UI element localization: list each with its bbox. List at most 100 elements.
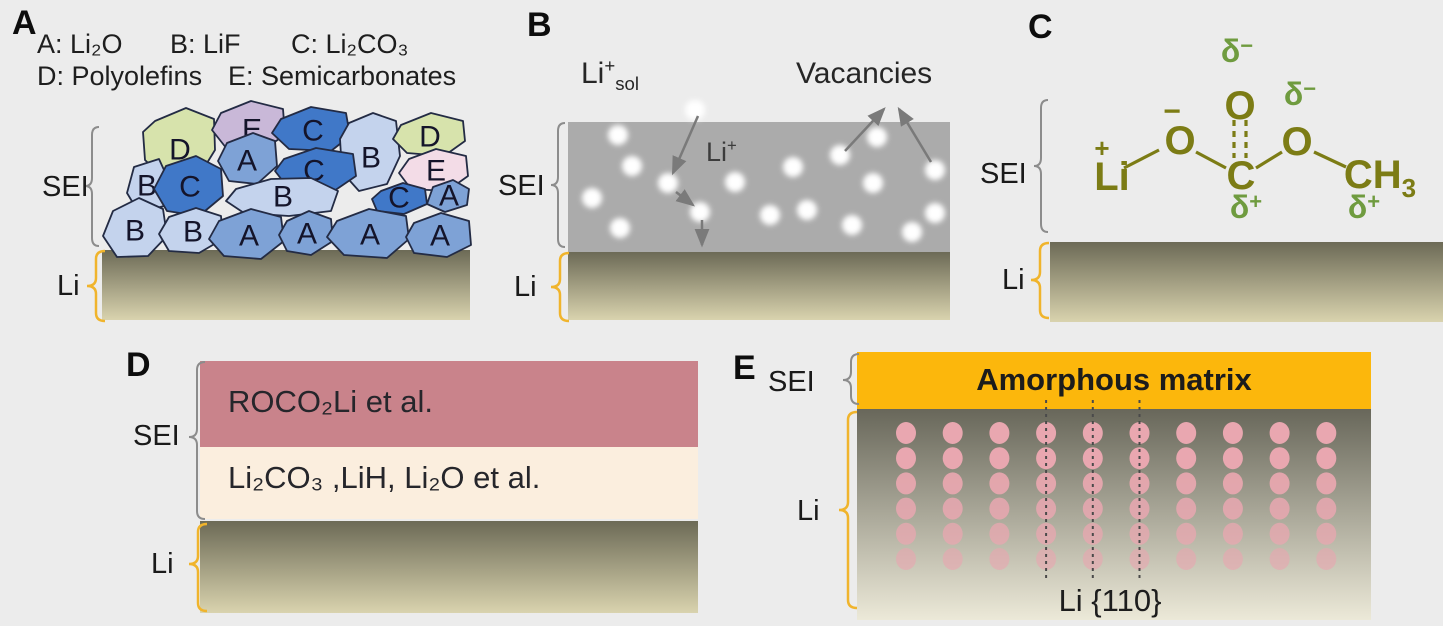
- sei-grain-c: [153, 155, 224, 217]
- li-atom-dot: [1036, 497, 1057, 520]
- sei-grain-a: [278, 210, 334, 256]
- li-atom-dot: [989, 472, 1010, 495]
- li-atom-dot: [942, 548, 963, 570]
- li-sol-base: Li: [581, 57, 605, 90]
- li-atom-dot: [942, 447, 963, 470]
- bond-o-ch3: [1313, 150, 1347, 169]
- li-atom-dot: [1269, 472, 1290, 495]
- vacancy-arrow-1: [844, 107, 886, 152]
- sei-bracket-d: [188, 361, 206, 520]
- li-substrate-c: [1050, 242, 1443, 322]
- grain-letter: B: [361, 142, 381, 175]
- li-label-d: Li: [151, 548, 174, 580]
- delta-symbol: δ: [1229, 189, 1250, 225]
- grain-letter: A: [239, 220, 259, 253]
- li-atom-dot: [989, 447, 1010, 470]
- minus-sign: −: [1240, 33, 1254, 58]
- vacancy-dot: [658, 173, 678, 193]
- grain-letter: A: [360, 219, 380, 252]
- inorganic-layer-text: Li₂CO₃ ,LiH, Li₂O et al.: [228, 460, 541, 495]
- legend-item-b: B: LiF: [170, 29, 241, 59]
- vacancy-dot: [690, 202, 710, 222]
- grain-letter: D: [169, 134, 191, 167]
- li-atom-dot: [1176, 522, 1197, 545]
- li-atom-dot: [989, 422, 1010, 444]
- atom-o-ester-right: O: [1281, 120, 1313, 164]
- delta-minus-right: δ−: [1283, 76, 1316, 112]
- delta-symbol: δ: [1347, 189, 1368, 225]
- panel-label-e: E: [733, 349, 756, 387]
- sei-grain-b: [102, 197, 168, 258]
- sei-bracket-b: [550, 122, 566, 248]
- li-atom-dot: [1316, 497, 1337, 520]
- grain-letter: C: [179, 171, 201, 204]
- li-label-c: Li: [1002, 264, 1025, 296]
- delta-symbol: δ: [1283, 76, 1304, 112]
- li-atom-dot: [896, 548, 916, 570]
- vacancy-dot: [608, 125, 628, 145]
- inorganic-layer-d: [200, 447, 698, 519]
- li-ion-label: Li+: [706, 136, 737, 166]
- grain-letter: A: [430, 220, 450, 253]
- li-atom-dot: [896, 522, 916, 545]
- li-atom-dot: [1176, 497, 1197, 520]
- li-atom-dot: [1082, 548, 1103, 570]
- amorphous-matrix-layer: [857, 352, 1371, 409]
- sei-label-a: SEI: [42, 171, 89, 203]
- legend-item-c: C: Li₂CO₃: [291, 29, 409, 59]
- li-substrate-b: [568, 252, 950, 320]
- li-atom-dot: [1222, 548, 1243, 570]
- li-atom-dot: [1129, 497, 1150, 520]
- li-atom-dot: [989, 548, 1010, 570]
- sei-grain-d: [392, 112, 466, 157]
- vacancy-dot: [925, 160, 945, 180]
- sei-grain-b: [158, 207, 224, 254]
- li-ion-arrow-2: [675, 189, 695, 207]
- li-bracket-a: [86, 249, 106, 323]
- vacancy-dot: [902, 222, 922, 242]
- sei-grain-b: [225, 177, 339, 217]
- li-atom-dot: [896, 422, 916, 444]
- atom-methyl: CH3: [1344, 155, 1416, 201]
- atom-carbon: C: [1226, 154, 1256, 198]
- organic-layer-text: ROCO₂Li et al.: [228, 384, 433, 419]
- vacancy-dot: [867, 127, 887, 147]
- vacancy-dot: [925, 203, 945, 223]
- vacancy-dot: [582, 188, 602, 208]
- li-atom-dot: [1316, 472, 1337, 495]
- li-atom-dot: [1036, 472, 1057, 495]
- sei-bracket-a: [84, 126, 100, 247]
- li-atom-dot: [1316, 522, 1337, 545]
- li-atom-dot: [1082, 472, 1103, 495]
- vacancy-dot: [863, 173, 883, 193]
- li-bracket-c: [1030, 241, 1050, 320]
- li-atom-dot: [1222, 447, 1243, 470]
- grain-letter: B: [137, 170, 157, 203]
- amorphous-matrix-label: Amorphous matrix: [976, 362, 1252, 397]
- li-atom-dot: [942, 422, 963, 444]
- li-atom-dot: [1222, 422, 1243, 444]
- li-atom-dot: [1222, 522, 1243, 545]
- bond-c-o2: [1255, 150, 1283, 170]
- li-atom-dot: [1036, 548, 1057, 570]
- vacancy-dot: [685, 100, 705, 120]
- li-bracket-e: [838, 410, 858, 610]
- grain-letter: B: [125, 215, 145, 248]
- delta-plus-methyl: δ+: [1347, 189, 1380, 225]
- panel-label-c: C: [1028, 8, 1053, 46]
- grain-letter: C: [302, 115, 324, 148]
- grain-letter: D: [419, 121, 441, 154]
- li-atom-dot: [1269, 522, 1290, 545]
- legend-item-d: D: Polyolefins: [37, 61, 203, 91]
- li-atom-dot: [1176, 447, 1197, 470]
- grain-letter: A: [439, 180, 459, 213]
- li-ion-charge: +: [727, 136, 737, 155]
- legend-item-e: E: Semicarbonates: [228, 61, 457, 91]
- delta-plus-carbon: δ+: [1229, 189, 1262, 225]
- sei-label-c: SEI: [980, 158, 1027, 190]
- sei-label-b: SEI: [498, 170, 545, 202]
- vacancy-dot: [797, 200, 817, 220]
- li-atom-dot: [1129, 472, 1150, 495]
- li-atom-dot: [896, 447, 916, 470]
